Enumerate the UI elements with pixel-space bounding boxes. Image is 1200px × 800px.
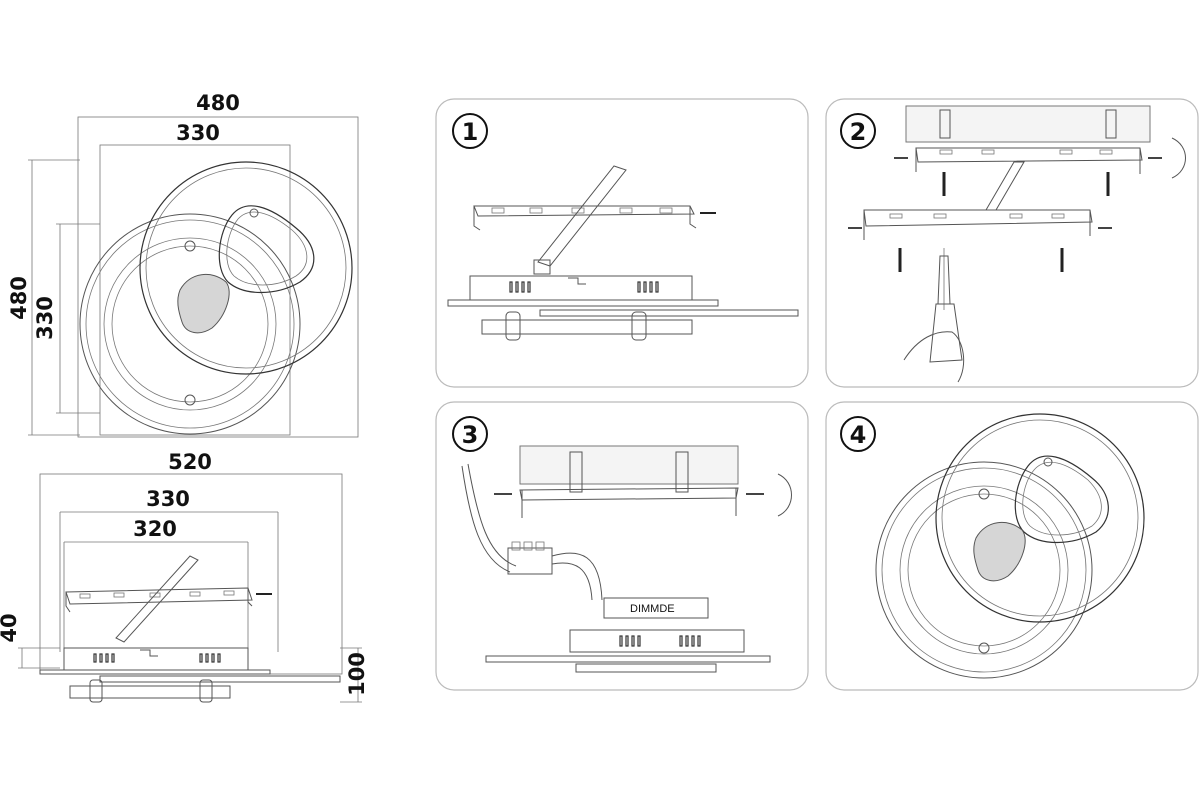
side-view-drawing — [18, 473, 362, 703]
top-width-inner-label: 330 — [176, 121, 220, 145]
side-height-small-label: 40 — [0, 613, 21, 642]
step-1-panel — [435, 98, 809, 388]
step-1-bracket-illustration — [447, 165, 799, 341]
step-4-finished-lamp-illustration — [875, 413, 1145, 679]
step-3-badge — [452, 416, 488, 452]
side-height-total-label: 100 — [345, 652, 369, 696]
step-2-panel — [825, 98, 1199, 388]
step-2-badge — [840, 113, 876, 149]
side-width-mid-label: 330 — [146, 487, 190, 511]
top-height-outer-label: 480 — [7, 276, 31, 320]
step-3-wiring-illustration: DIMMDE — [461, 445, 792, 673]
step-3-panel — [435, 401, 809, 691]
side-width-outer-label: 520 — [168, 450, 212, 474]
side-width-inner-label: 320 — [133, 517, 177, 541]
step-4-panel — [825, 401, 1199, 691]
step-3-driver-label: DIMMDE — [630, 603, 675, 615]
step-4-badge — [840, 416, 876, 452]
top-width-outer-label: 480 — [196, 91, 240, 115]
step-4-number: 4 — [850, 421, 867, 449]
top-height-inner-label: 330 — [33, 296, 57, 340]
step-1-badge — [452, 113, 488, 149]
top-view-drawing — [28, 116, 359, 438]
step-2-number: 2 — [850, 118, 867, 146]
step-2-mounting-illustration — [848, 105, 1186, 383]
step-3-number: 3 — [462, 421, 479, 449]
step-1-number: 1 — [462, 118, 479, 146]
dimmable-driver-box — [603, 597, 709, 619]
